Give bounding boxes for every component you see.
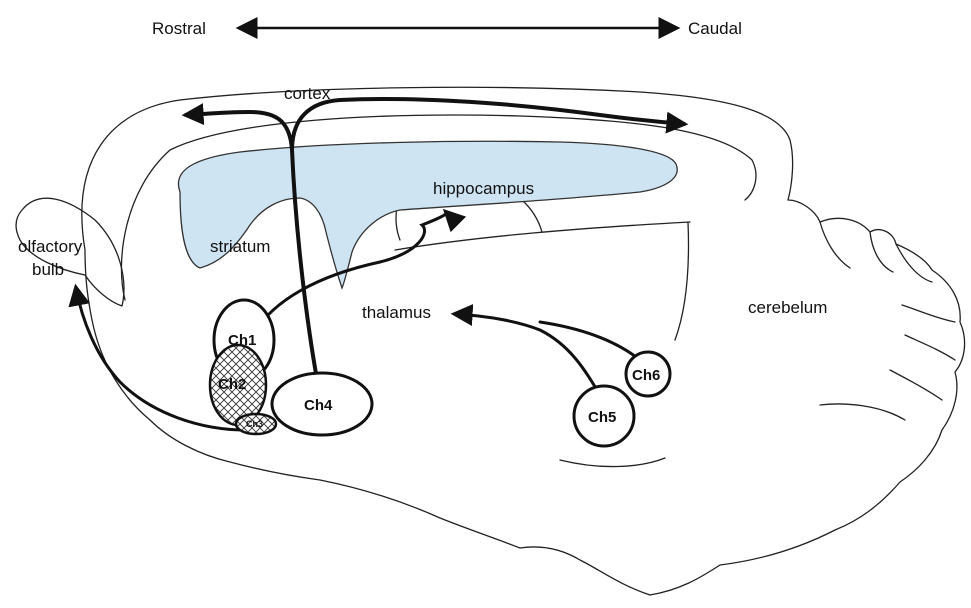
ch2-label: Ch2 — [218, 376, 246, 393]
ch3-label: Ch3 — [246, 419, 263, 429]
ch4-label: Ch4 — [304, 397, 333, 414]
brainstem-thalamus-path — [455, 314, 600, 395]
ch1-label: Ch1 — [228, 332, 256, 349]
striatum-label: striatum — [210, 237, 270, 256]
ch6-label: Ch6 — [632, 367, 660, 384]
rostral-caudal-axis: Rostral Caudal — [152, 19, 742, 38]
striatum-region — [178, 141, 677, 288]
caudal-label: Caudal — [688, 19, 742, 38]
cerebellum-folds — [820, 222, 955, 420]
thalamus-label: thalamus — [362, 303, 431, 322]
cholinergic-nuclei: Ch1 Ch2 Ch3 Ch4 Ch5 Ch6 — [210, 300, 670, 446]
ch5-label: Ch5 — [588, 409, 616, 426]
olfactory-bulb-label: bulb — [32, 260, 64, 279]
cortex-label: cortex — [284, 84, 331, 103]
olfactory-label: olfactory — [18, 237, 83, 256]
cerebellum-label: cerebelum — [748, 298, 827, 317]
hindbrain-contour — [560, 458, 665, 467]
hippocampus-label: hippocampus — [433, 179, 534, 198]
rostral-label: Rostral — [152, 19, 206, 38]
